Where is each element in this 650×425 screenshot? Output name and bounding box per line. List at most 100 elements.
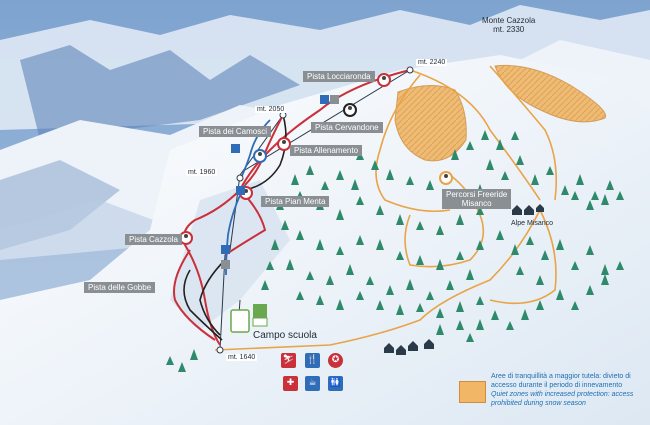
first-aid-icon[interactable]: ✚ [283, 376, 298, 391]
tree [601, 264, 609, 275]
marker-cervandone[interactable] [343, 103, 357, 117]
tree [571, 261, 579, 270]
tree [296, 291, 304, 300]
tree [491, 310, 499, 320]
tree [501, 171, 509, 180]
label-pista-locciaronda[interactable]: Pista Locciaronda [303, 71, 375, 82]
tree [576, 174, 584, 185]
tree [586, 200, 594, 210]
tree [266, 261, 274, 270]
black-runs[interactable] [183, 114, 287, 341]
tree [456, 320, 464, 330]
tree [436, 324, 444, 335]
marker-locciaronda[interactable] [377, 73, 391, 87]
tree [166, 356, 174, 365]
label-freeride[interactable]: Percorsi Freeride Misanco [442, 189, 512, 209]
tree [496, 139, 504, 150]
tree [476, 319, 484, 330]
lift-stations [216, 66, 414, 354]
tree [261, 280, 269, 290]
peak-name: Monte Cazzola [482, 16, 536, 25]
tree [321, 181, 329, 190]
tree [436, 225, 444, 235]
cafe-icon[interactable]: ☕ [305, 376, 320, 391]
label-pista-pian-menta[interactable]: Pista Pian Menta [261, 196, 330, 207]
peak-altitude: mt. 2330 [493, 25, 525, 34]
tree [351, 179, 359, 190]
tree [546, 166, 554, 175]
altitude-2240: mt. 2240 [416, 59, 448, 66]
tree [316, 239, 324, 250]
tree [356, 196, 364, 205]
tree [426, 180, 434, 190]
tree [396, 304, 404, 315]
tree [296, 230, 304, 240]
quiet-zone-center [394, 85, 467, 162]
tree [466, 333, 474, 342]
tree [541, 250, 549, 260]
tree [416, 221, 424, 230]
tree [561, 185, 569, 195]
tree [356, 291, 364, 300]
label-pista-allenamento[interactable]: Pista Allenamento [290, 145, 363, 156]
tree [178, 362, 186, 372]
restaurant-icon[interactable]: 🍴 [305, 353, 320, 368]
peak-label: Monte Cazzola mt. 2330 [482, 16, 535, 34]
tree [466, 269, 474, 280]
legend-quiet-zone-text: Aree di tranquillità a maggior tutela: d… [491, 372, 647, 408]
tree [536, 275, 544, 285]
tree [476, 296, 484, 305]
tree [571, 191, 579, 200]
tree [376, 300, 384, 310]
tree [396, 214, 404, 225]
tree [406, 279, 414, 290]
label-pista-cazzola[interactable]: Pista Cazzola [125, 234, 182, 245]
tree [286, 259, 294, 270]
tree [466, 141, 474, 150]
tree [346, 264, 354, 275]
tree [476, 206, 484, 215]
toilets-icon[interactable]: 🚻 [328, 376, 343, 391]
tree [516, 266, 524, 275]
tree [516, 155, 524, 165]
tree [190, 349, 198, 360]
tree [451, 149, 459, 160]
tree [436, 259, 444, 270]
forest [166, 130, 624, 372]
tree [456, 301, 464, 312]
marker-allenamento[interactable] [253, 149, 267, 163]
tree [386, 169, 394, 180]
tree [496, 230, 504, 240]
tree [476, 240, 484, 250]
label-campo-scuola: Campo scuola [253, 330, 317, 341]
marker-freeride[interactable] [439, 171, 453, 185]
tree [486, 159, 494, 170]
label-pista-cervandone[interactable]: Pista Cervandone [311, 122, 383, 133]
label-pista-camosci[interactable]: Pista dei Camosci [199, 126, 272, 137]
tree [326, 275, 334, 285]
tree [511, 244, 519, 255]
tree [531, 174, 539, 185]
tree [356, 235, 364, 245]
tree [601, 194, 609, 205]
tree [371, 160, 379, 170]
ski-rental-icon[interactable]: ⛷ [281, 353, 296, 368]
tree [416, 255, 424, 265]
tree [406, 176, 414, 185]
tree [606, 180, 614, 190]
tree [306, 165, 314, 175]
tree [506, 321, 514, 330]
tree [586, 285, 594, 295]
legend-quiet-zone-swatch [459, 381, 486, 403]
tree [556, 289, 564, 300]
label-alpe-misanco: Alpe Misanco [511, 220, 554, 227]
tree [616, 191, 624, 200]
ski-school-icon[interactable]: ✪ [328, 353, 343, 368]
tree [396, 251, 404, 260]
far-ridge-shadow [20, 45, 300, 140]
lift-icons [221, 95, 339, 269]
marker-camosci[interactable] [277, 137, 291, 151]
tree [456, 214, 464, 225]
label-pista-gobbe[interactable]: Pista delle Gobbe [84, 282, 156, 293]
tree [591, 191, 599, 200]
